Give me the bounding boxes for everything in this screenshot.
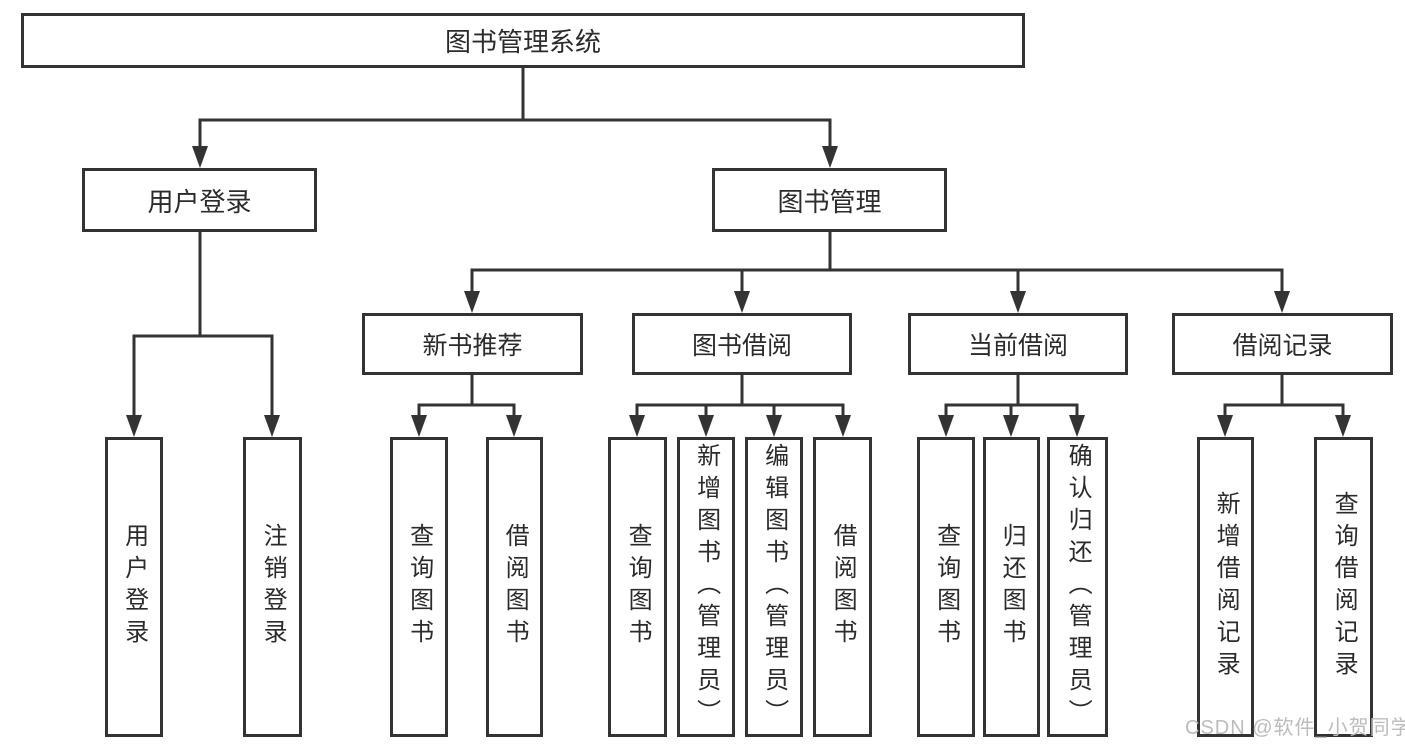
node-label: 图书管理	[777, 186, 882, 217]
node-user-login: 用户登录	[82, 168, 317, 232]
node-label: 当前借阅	[967, 332, 1068, 360]
node-label: 图书管理系统	[444, 27, 601, 57]
node-label: 借阅记录	[1232, 332, 1333, 360]
leaf-query-books-2: 查询图书	[608, 437, 667, 737]
leaf-user-login: 用户登录	[105, 437, 163, 737]
node-new-book-recommend: 新书推荐	[362, 313, 583, 375]
leaf-query-books-1: 查询图书	[390, 437, 448, 737]
leaf-edit-books-admin: 编辑图书（管理员）	[745, 437, 803, 737]
leaf-borrow-books-2: 借阅图书	[813, 437, 872, 737]
leaf-label: 注销登录	[259, 523, 287, 651]
leaf-label: 查询图书	[405, 523, 433, 651]
leaf-return-books: 归还图书	[983, 437, 1040, 737]
node-label: 用户登录	[147, 186, 252, 217]
leaf-borrow-books-1: 借阅图书	[486, 437, 543, 737]
leaf-label: 用户登录	[120, 523, 148, 651]
leaf-label: 新增图书（管理员）	[692, 443, 720, 731]
connector-userlogin-split	[132, 334, 274, 418]
connector-bookborrow-split	[635, 403, 845, 418]
leaf-label: 查询借阅记录	[1330, 491, 1358, 683]
connector-borrowrecord-split	[1223, 403, 1345, 418]
leaf-label: 借阅图书	[829, 523, 857, 651]
leaf-add-books-admin: 新增图书（管理员）	[677, 437, 735, 737]
connector-bookmgmt-split	[470, 268, 1284, 295]
leaf-add-borrow-record: 新增借阅记录	[1197, 437, 1254, 737]
leaf-label: 编辑图书（管理员）	[760, 443, 788, 731]
leaf-confirm-return-admin: 确认归还（管理员）	[1047, 437, 1108, 737]
node-label: 图书借阅	[691, 332, 792, 360]
leaf-label: 借阅图书	[501, 523, 529, 651]
leaf-label: 查询图书	[624, 523, 652, 651]
node-current-borrow: 当前借阅	[908, 313, 1128, 375]
connector-newbook-split	[417, 403, 516, 418]
leaf-logout: 注销登录	[243, 437, 302, 737]
node-book-borrow: 图书借阅	[632, 313, 852, 375]
leaf-query-books-3: 查询图书	[917, 437, 975, 737]
leaf-query-borrow-record: 查询借阅记录	[1314, 437, 1373, 737]
leaf-label: 确认归还（管理员）	[1064, 443, 1092, 731]
leaf-label: 新增借阅记录	[1212, 491, 1240, 683]
leaf-label: 归还图书	[998, 523, 1026, 651]
node-label: 新书推荐	[422, 332, 523, 360]
connector-currentborrow-split	[944, 403, 1079, 418]
node-library-system: 图书管理系统	[21, 13, 1025, 68]
node-borrow-record: 借阅记录	[1172, 313, 1393, 375]
connector-root-split	[198, 118, 832, 150]
node-book-management: 图书管理	[712, 168, 947, 232]
csdn-watermark: CSDN @软件_小贺同学	[1185, 717, 1405, 739]
leaf-label: 查询图书	[932, 523, 960, 651]
